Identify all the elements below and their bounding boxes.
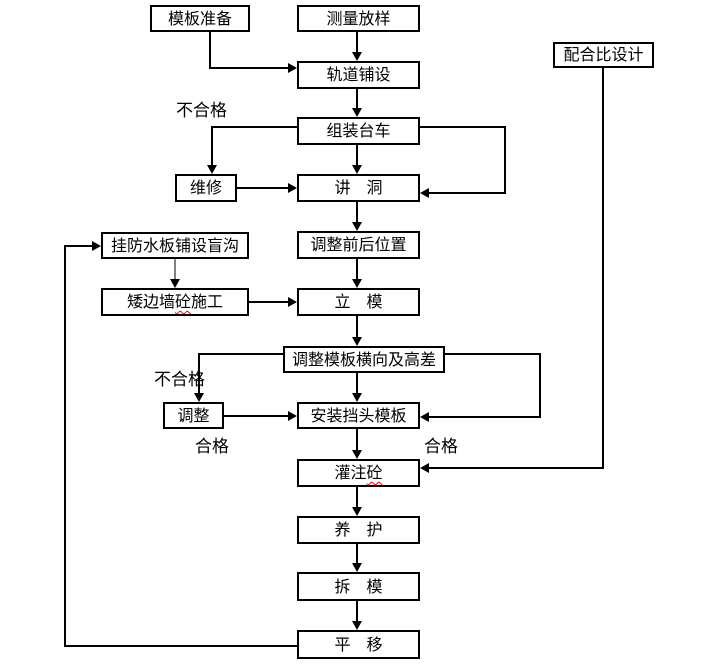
line-segment [356, 601, 358, 622]
line-segment [356, 259, 358, 280]
node-label-spellcheck: 砼 [366, 463, 383, 482]
node-label: 安装挡头模板 [310, 405, 407, 425]
arrowhead-down-icon [352, 279, 362, 288]
arrowhead-right-icon [288, 63, 297, 73]
arrowhead-down-icon [352, 108, 362, 117]
node-track-laying: 轨道铺设 [297, 61, 420, 89]
line-segment [356, 316, 358, 338]
node-template-prep: 模板准备 [150, 5, 250, 32]
node-waterproof-board: 挂防水板铺设盲沟 [101, 232, 249, 259]
node-label: 灌注 [334, 463, 367, 482]
arrowhead-down-icon [170, 279, 180, 288]
node-label: 组装台车 [326, 121, 391, 140]
node-label: 挂防水板铺设盲沟 [110, 235, 239, 255]
edge-label-unqualified-mid: 不合格 [154, 370, 205, 390]
node-label: 讲 洞 [334, 178, 383, 197]
line-segment [211, 126, 297, 128]
node-label: 调整 [177, 405, 210, 425]
arrowhead-left-icon [420, 463, 429, 473]
node-label: 调整模板横向及高差 [291, 349, 436, 369]
line-segment [356, 429, 358, 451]
line-segment [356, 487, 358, 508]
node-label: 调整前后位置 [310, 235, 407, 254]
line-segment [249, 301, 289, 303]
node-label-spellcheck: 砼 [174, 292, 191, 311]
line-segment [211, 126, 213, 166]
node-trolley-assembly: 组装台车 [297, 117, 420, 145]
line-segment [539, 353, 541, 418]
line-segment [224, 415, 289, 417]
arrowhead-left-icon [420, 188, 429, 198]
node-adjust: 调整 [163, 402, 224, 429]
node-adjust-position: 调整前后位置 [297, 231, 420, 259]
node-curing: 养 护 [297, 516, 420, 544]
line-segment [602, 68, 604, 469]
node-label: 平 移 [334, 634, 383, 654]
line-segment [356, 145, 358, 166]
arrowhead-down-icon [352, 222, 362, 231]
line-segment [356, 32, 358, 53]
line-segment [237, 187, 289, 189]
arrowhead-down-icon [352, 393, 362, 402]
arrowhead-down-icon [352, 337, 362, 346]
arrowhead-right-icon [92, 241, 101, 251]
node-label: 拆 模 [334, 576, 383, 596]
line-segment [356, 373, 358, 394]
node-erect-formwork: 立 模 [297, 288, 420, 316]
node-low-wall-concrete: 矮边墙砼施工 [101, 288, 249, 316]
arrowhead-down-icon [352, 165, 362, 174]
node-label: 矮边墙 [126, 292, 175, 311]
node-strip-formwork: 拆 模 [297, 572, 420, 601]
line-segment [356, 544, 358, 564]
arrowhead-right-icon [288, 297, 297, 307]
arrowhead-down-icon [352, 52, 362, 61]
line-segment [445, 353, 541, 355]
line-segment [64, 645, 297, 647]
line-segment [429, 467, 604, 469]
arrowhead-down-icon [194, 393, 204, 402]
node-label: 模板准备 [167, 8, 232, 28]
line-segment [420, 126, 506, 128]
arrowhead-down-icon [352, 621, 362, 630]
node-mix-design: 配合比设计 [553, 42, 654, 68]
node-label: 配合比设计 [563, 45, 644, 64]
line-segment [504, 126, 506, 194]
edge-label-unqualified-top: 不合格 [176, 101, 227, 121]
node-pour-concrete: 灌注砼 [297, 459, 420, 487]
line-segment-gray [174, 259, 176, 280]
node-label: 施工 [191, 292, 224, 311]
line-segment [356, 202, 358, 223]
node-label: 维修 [189, 178, 222, 197]
line-segment [429, 416, 540, 418]
line-segment [356, 89, 358, 109]
edge-label-qualified-left: 合格 [195, 437, 229, 457]
line-segment [198, 353, 283, 355]
line-segment [198, 353, 200, 394]
arrowhead-right-icon [288, 411, 297, 421]
line-segment [209, 32, 211, 69]
arrowhead-down-icon [352, 507, 362, 516]
node-label: 养 护 [334, 520, 383, 539]
line-segment [64, 245, 93, 247]
line-segment [64, 245, 66, 647]
arrowhead-down-icon [207, 165, 217, 174]
node-enter-tunnel: 讲 洞 [297, 174, 420, 202]
arrowhead-right-icon [288, 183, 297, 193]
node-survey-layout: 测量放样 [297, 5, 420, 32]
line-segment [429, 192, 505, 194]
node-shift: 平 移 [297, 630, 420, 659]
node-label: 立 模 [334, 292, 383, 311]
line-segment [209, 67, 289, 69]
node-repair: 维修 [175, 174, 237, 202]
arrowhead-down-icon [352, 563, 362, 572]
node-label: 轨道铺设 [326, 65, 391, 84]
node-label: 测量放样 [326, 8, 391, 28]
node-end-formwork: 安装挡头模板 [297, 402, 420, 429]
arrowhead-down-icon [352, 450, 362, 459]
edge-label-qualified-right: 合格 [424, 437, 458, 457]
arrowhead-left-icon [420, 412, 429, 422]
node-adjust-lateral: 调整模板横向及高差 [283, 346, 445, 373]
